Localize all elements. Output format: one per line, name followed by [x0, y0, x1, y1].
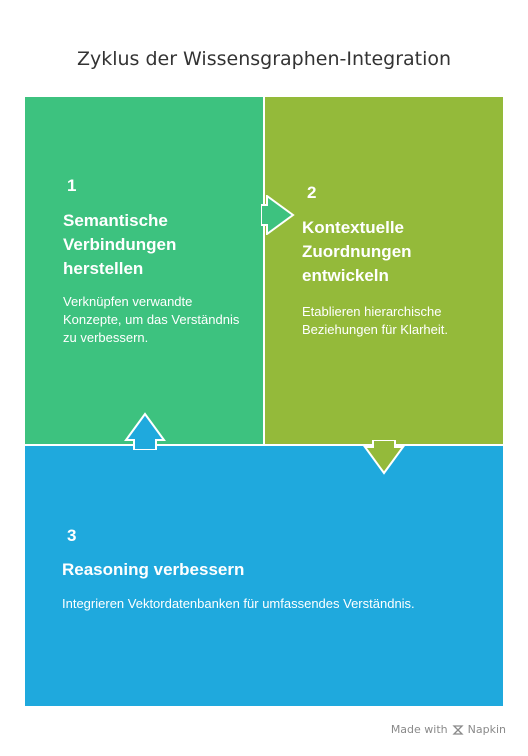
step-1-heading: Semantische Verbindungen herstellen: [63, 211, 177, 278]
step-3-panel: 3 Reasoning verbessern Integrieren Vekto…: [25, 446, 503, 706]
arrow-right-icon: [261, 195, 295, 235]
step-2-heading: Kontextuelle Zuordnungen entwickeln: [302, 218, 412, 285]
made-with-label: Made with: [390, 723, 448, 736]
footer-attribution: Made with Napkin: [391, 723, 506, 736]
step-1-number: 1: [67, 176, 77, 195]
diagram-title: Zyklus der Wissensgraphen-Integration: [76, 48, 452, 70]
napkin-brand-label: Napkin: [467, 723, 506, 736]
step-3-heading: Reasoning verbessern: [62, 560, 245, 579]
napkin-logo-icon: [452, 724, 464, 735]
step-1-description: Verknüpfen verwandte Konzepte, um das Ve…: [63, 294, 240, 345]
arrow-up-icon: [124, 412, 166, 450]
arrow-down-icon: [363, 440, 405, 475]
step-2-panel: 2 Kontextuelle Zuordnungen entwickeln Et…: [265, 97, 503, 444]
step-3-description: Integrieren Vektordatenbanken für umfass…: [62, 596, 415, 611]
step-2-description: Etablieren hierarchische Beziehungen für…: [302, 304, 448, 337]
step-1-panel: 1 Semantische Verbindungen herstellen Ve…: [25, 97, 263, 444]
step-2-number: 2: [307, 183, 317, 202]
step-3-number: 3: [67, 526, 77, 545]
